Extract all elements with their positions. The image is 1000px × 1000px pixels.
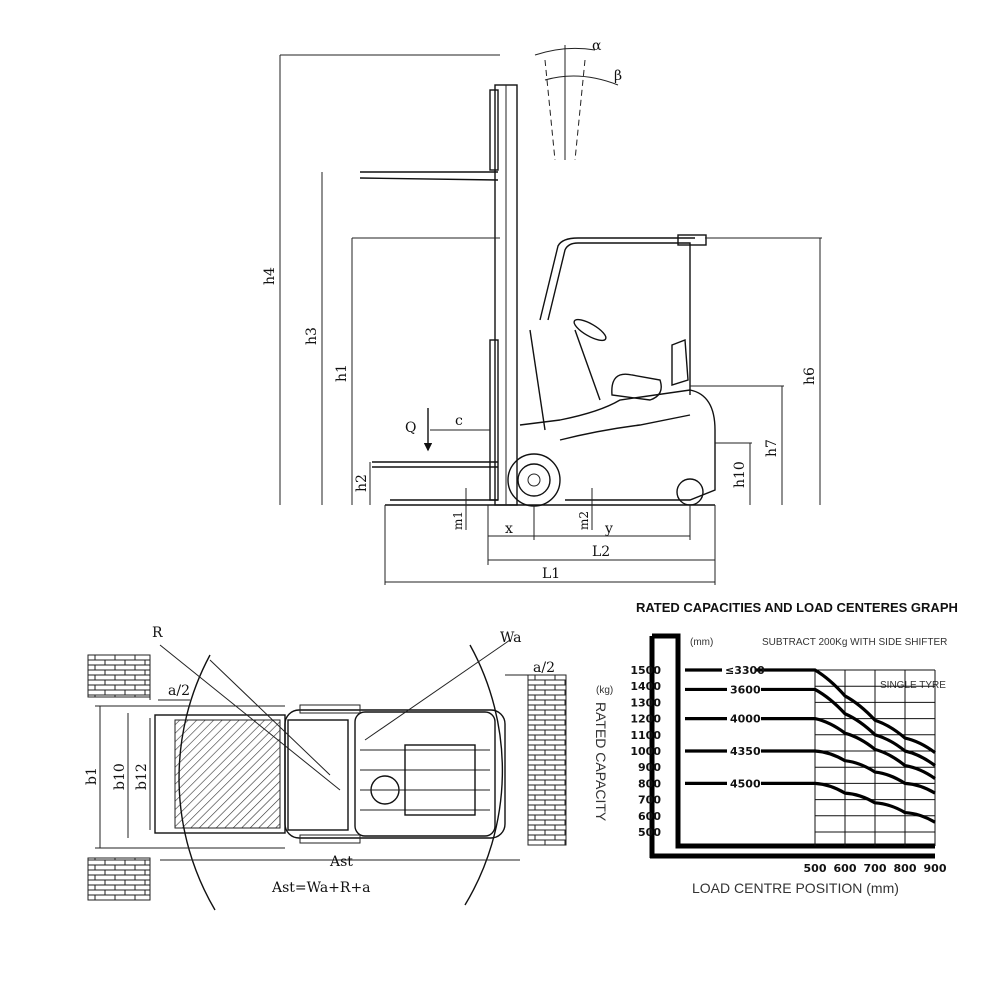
side-view: h4 h3 h1 h2 α β	[262, 38, 822, 585]
wall-right	[527, 674, 567, 846]
front-wheel	[507, 453, 561, 507]
m1-label: m1	[451, 511, 465, 530]
y-tick-label: 1100	[630, 729, 661, 742]
y-tick-label: 1000	[630, 745, 661, 758]
seat	[611, 373, 662, 401]
y-tick-label: 500	[638, 826, 661, 839]
steering-wheel	[573, 318, 607, 342]
fork-carriage	[489, 339, 499, 501]
series-line	[685, 717, 936, 780]
wall-top-left	[87, 654, 151, 698]
L2-label: L2	[592, 544, 610, 560]
c-label: c	[455, 413, 463, 429]
series-label-bg	[727, 681, 761, 696]
Q-label: Q	[405, 420, 416, 436]
Ast-formula: Ast=Wa+R+a	[271, 880, 371, 896]
Ast-label: Ast	[329, 854, 353, 870]
y-tick-labels: 1500 1400 1300 1200 1100 1000 900 800 700 600 500	[630, 664, 661, 839]
graph-ylabel: RATED CAPACITY	[593, 702, 609, 822]
x-tick-label: 700	[864, 862, 887, 875]
wall-bottom-left	[87, 857, 151, 901]
series-label: 4000	[730, 713, 761, 726]
turn-arc-left	[178, 654, 216, 911]
a2-left-label: a/2	[168, 683, 190, 699]
rear-wheel	[676, 478, 704, 506]
graph-series: ≤3300 3600 4000 4350 4500	[685, 662, 936, 824]
overhead-guard	[547, 242, 691, 395]
y-tick-label: 700	[638, 794, 661, 807]
x-tick-label: 800	[894, 862, 917, 875]
graph-unit-mm: (mm)	[690, 637, 713, 648]
graph-title: RATED CAPACITIES AND LOAD CENTERES GRAPH	[636, 600, 958, 615]
graph-grid	[814, 669, 936, 846]
graph-unit-kg: (kg)	[596, 685, 613, 696]
series-line	[685, 687, 936, 767]
h10-label: h10	[732, 461, 748, 488]
fork-carriage-top	[489, 89, 499, 171]
series-label: 4350	[730, 745, 761, 758]
load-hatch	[174, 719, 281, 829]
x-tick-label: 600	[834, 862, 857, 875]
b12-label: b12	[134, 763, 150, 790]
graph-xlabel: LOAD CENTRE POSITION (mm)	[692, 880, 899, 896]
graph-note-shifter: SUBTRACT 200Kg WITH SIDE SHIFTER	[762, 637, 947, 648]
series-label: 4500	[730, 777, 761, 790]
turn-arc-right	[464, 644, 504, 906]
series-label-bg	[722, 662, 756, 676]
series-line	[685, 668, 936, 754]
b10-label: b10	[112, 763, 128, 790]
x-tick-labels: 500 600 700 800 900	[804, 862, 947, 875]
R-label: R	[152, 625, 163, 641]
y-tick-label: 1200	[630, 713, 661, 726]
capacity-graph: RATED CAPACITIES AND LOAD CENTERES GRAPH…	[593, 600, 958, 896]
a2-right-label: a/2	[533, 660, 555, 676]
series-label-bg	[727, 710, 761, 725]
alpha-label: α	[592, 38, 602, 54]
truck-body	[519, 389, 716, 501]
series-label-bg	[727, 775, 761, 790]
y-label: y	[604, 521, 613, 537]
L1-label: L1	[542, 566, 560, 582]
b1-label: b1	[84, 767, 100, 785]
h3-label: h3	[304, 327, 320, 345]
y-tick-label: 900	[638, 761, 661, 774]
Wa-label: Wa	[500, 630, 522, 646]
series-label: 3600	[730, 683, 761, 696]
series-line	[685, 749, 936, 795]
x-label: x	[505, 521, 513, 537]
h7-label: h7	[764, 439, 780, 457]
series-line	[685, 781, 936, 824]
y-tick-label: 1400	[630, 680, 661, 693]
x-tick-label: 900	[924, 862, 947, 875]
y-tick-label: 1300	[630, 696, 661, 709]
series-label-bg	[727, 743, 761, 757]
y-tick-label: 1500	[630, 664, 661, 677]
y-tick-label: 800	[638, 777, 661, 790]
h6-label: h6	[802, 367, 818, 385]
h4-label: h4	[262, 267, 278, 285]
h2-label: h2	[354, 474, 370, 492]
x-tick-label: 500	[804, 862, 827, 875]
truck-top	[284, 709, 506, 839]
graph-axes	[652, 633, 935, 849]
m2-label: m2	[577, 511, 591, 530]
beta-label: β	[614, 68, 622, 84]
top-view: b1 b10 b12 Ast Ast=Wa+R+a R Wa a/2 a/2	[84, 625, 567, 911]
y-tick-label: 600	[638, 810, 661, 823]
graph-note-tyre: SINGLE TYRE	[880, 680, 946, 691]
h1-label: h1	[334, 364, 350, 382]
series-label: ≤3300	[725, 664, 765, 677]
